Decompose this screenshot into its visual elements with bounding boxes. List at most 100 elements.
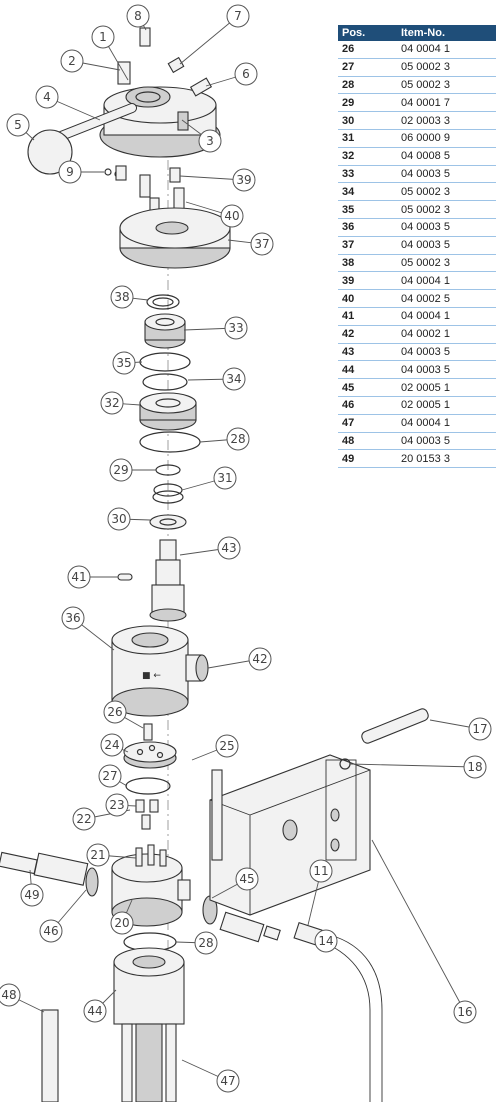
row-item-no: 05 0002 3 bbox=[397, 182, 496, 202]
row-pos: 38 bbox=[338, 254, 397, 273]
callout-5: 5 bbox=[6, 113, 30, 137]
leader-line-7 bbox=[179, 15, 239, 65]
callout-label-33: 33 bbox=[228, 321, 243, 335]
row-item-no: 04 0004 1 bbox=[397, 307, 496, 326]
row-pos: 28 bbox=[338, 76, 397, 95]
callout-label-22: 22 bbox=[76, 812, 91, 826]
row-pos: 33 bbox=[338, 165, 397, 184]
row-item-no: 05 0002 3 bbox=[397, 254, 496, 273]
parts-table-header-row: Pos. Item-No. bbox=[338, 25, 496, 41]
callout-18: 18 bbox=[463, 755, 487, 779]
callout-label-18: 18 bbox=[467, 760, 482, 774]
callout-11: 11 bbox=[309, 859, 333, 883]
packing-stack-part-32 bbox=[139, 392, 197, 431]
callout-42: 42 bbox=[248, 647, 272, 671]
callout-25: 25 bbox=[215, 734, 239, 758]
header-pos: Pos. bbox=[338, 25, 397, 41]
callout-label-42: 42 bbox=[252, 652, 267, 666]
plug-part-6 bbox=[189, 77, 213, 97]
callout-label-2: 2 bbox=[68, 54, 76, 68]
disc-part-24 bbox=[123, 741, 177, 769]
callout-label-28: 28 bbox=[230, 432, 245, 446]
callout-32: 32 bbox=[100, 391, 124, 415]
callout-label-16: 16 bbox=[457, 1005, 472, 1019]
callout-24: 24 bbox=[100, 733, 124, 757]
row-pos: 34 bbox=[338, 182, 397, 202]
row-item-no: 04 0008 5 bbox=[397, 147, 496, 166]
callout-label-1: 1 bbox=[99, 30, 107, 44]
callout-label-36: 36 bbox=[65, 611, 80, 625]
row-item-no: 04 0002 1 bbox=[397, 325, 496, 344]
callout-label-5: 5 bbox=[14, 118, 22, 132]
row-item-no: 02 0003 3 bbox=[397, 111, 496, 130]
ring-part-27 bbox=[125, 777, 171, 795]
callout-label-11: 11 bbox=[313, 864, 328, 878]
callout-34: 34 bbox=[222, 367, 246, 391]
row-pos: 46 bbox=[338, 396, 397, 415]
callout-label-48: 48 bbox=[1, 988, 16, 1002]
callout-36: 36 bbox=[61, 606, 85, 630]
callout-22: 22 bbox=[72, 807, 96, 831]
row-pos: 31 bbox=[338, 129, 397, 148]
hose-part-14 bbox=[317, 939, 371, 1102]
lower-body-part-44 bbox=[113, 947, 185, 1102]
callout-label-7: 7 bbox=[234, 9, 242, 23]
callout-7: 7 bbox=[226, 4, 250, 28]
pump-body-part-20 bbox=[111, 844, 191, 927]
callout-31: 31 bbox=[213, 466, 237, 490]
callout-28-lower: 28 bbox=[194, 931, 218, 955]
row-item-no: 04 0003 5 bbox=[397, 343, 496, 362]
header-item-no: Item-No. bbox=[397, 25, 496, 41]
leader-line-18 bbox=[349, 763, 476, 768]
callout-label-14: 14 bbox=[318, 934, 333, 948]
callout-label-32: 32 bbox=[104, 396, 119, 410]
row-pos: 44 bbox=[338, 360, 397, 380]
seal-part-46 bbox=[85, 867, 99, 897]
callout-39: 39 bbox=[232, 168, 256, 192]
callout-28: 28 bbox=[226, 427, 250, 451]
row-pos: 26 bbox=[338, 41, 397, 59]
callout-46: 46 bbox=[39, 919, 63, 943]
callout-30: 30 bbox=[107, 507, 131, 531]
callout-label-9: 9 bbox=[66, 165, 74, 179]
callout-label-21: 21 bbox=[90, 848, 105, 862]
callout-label-29: 29 bbox=[113, 463, 128, 477]
callout-14: 14 bbox=[314, 929, 338, 953]
callout-40: 40 bbox=[220, 204, 244, 228]
callout-27: 27 bbox=[98, 764, 122, 788]
row-item-no: 04 0004 1 bbox=[397, 271, 496, 291]
callout-48: 48 bbox=[0, 983, 21, 1007]
callout-label-37: 37 bbox=[254, 237, 269, 251]
callout-1: 1 bbox=[91, 25, 115, 49]
row-item-no: 04 0004 1 bbox=[397, 41, 496, 59]
row-pos: 49 bbox=[338, 449, 397, 469]
row-pos: 47 bbox=[338, 414, 397, 433]
row-pos: 43 bbox=[338, 343, 397, 362]
callout-label-43: 43 bbox=[221, 541, 236, 555]
callout-29: 29 bbox=[109, 458, 133, 482]
lever-knob-part-5 bbox=[27, 129, 73, 175]
callout-20: 20 bbox=[110, 911, 134, 935]
callout-16: 16 bbox=[453, 1000, 477, 1024]
callout-label-44: 44 bbox=[87, 1004, 102, 1018]
callout-4: 4 bbox=[35, 85, 59, 109]
row-item-no: 04 0003 5 bbox=[397, 432, 496, 451]
row-item-no: 02 0005 1 bbox=[397, 396, 496, 415]
bracket-part-16 bbox=[209, 754, 371, 916]
row-pos: 37 bbox=[338, 236, 397, 255]
callout-35: 35 bbox=[112, 351, 136, 375]
